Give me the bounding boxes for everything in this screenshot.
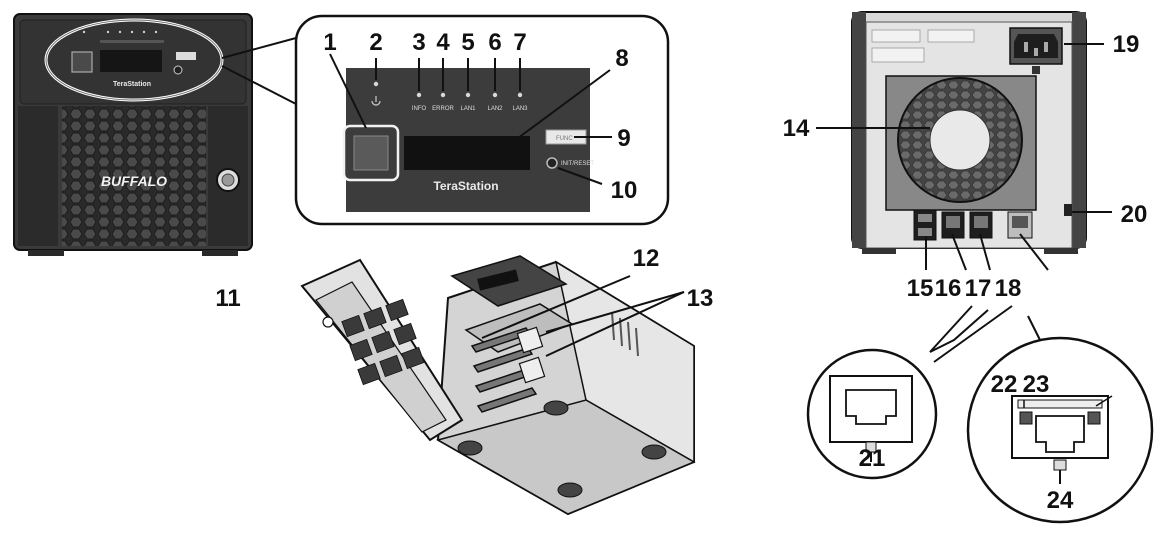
front-leader-lines: [329, 53, 612, 185]
led-label-lan2: LAN2: [487, 106, 503, 112]
front-power-button[interactable]: [71, 51, 93, 73]
lan-led-detail-zoom: [966, 336, 1154, 524]
front-init-button[interactable]: [173, 65, 183, 75]
callout-23: 23: [1023, 371, 1050, 398]
init-button-label: INIT/RESET: [561, 161, 594, 167]
fan-grille-icon: [885, 75, 1037, 211]
rear-leader-lines: [816, 43, 1112, 363]
unit-leader-lines: [481, 275, 685, 357]
callout-19: 19: [1113, 31, 1140, 58]
callout-14: 14: [783, 115, 810, 142]
callout-2: 2: [369, 29, 382, 56]
info-led: [416, 92, 422, 98]
lcd-display: [404, 136, 530, 170]
callout-8: 8: [615, 45, 628, 72]
callout-24: 24: [1047, 487, 1074, 514]
callout-15: 15: [907, 275, 934, 302]
activity-led: [1087, 411, 1101, 425]
lan3-port-icon[interactable]: [1007, 211, 1033, 239]
led-label-error: ERROR: [432, 106, 454, 112]
callout-9: 9: [617, 125, 630, 152]
front-panel-zoom: INFO ERROR LAN1 LAN2 LAN3 FUNC INIT/RESE…: [294, 14, 670, 226]
lan2-led: [492, 92, 498, 98]
led-label-lan1: LAN1: [460, 106, 476, 112]
callout-1: 1: [323, 29, 336, 56]
callout-7: 7: [513, 29, 526, 56]
power-led: [373, 81, 379, 87]
callout-12: 12: [633, 245, 660, 272]
callout-5: 5: [461, 29, 474, 56]
usb-port-icon[interactable]: [913, 209, 937, 241]
drive-latch-lower[interactable]: [518, 356, 546, 384]
lan1-led: [465, 92, 471, 98]
callout-18: 18: [995, 275, 1022, 302]
drive-latch-upper[interactable]: [516, 326, 544, 354]
lan2-port-icon[interactable]: [969, 211, 993, 239]
led-label-lan3: LAN3: [512, 106, 528, 112]
error-led: [440, 92, 446, 98]
callout-11: 11: [215, 285, 240, 312]
callout-20: 20: [1121, 201, 1148, 228]
open-unit-view: [300, 255, 696, 516]
callout-22: 22: [991, 371, 1018, 398]
callout-3: 3: [412, 29, 425, 56]
init-button[interactable]: [546, 157, 558, 169]
ac-inlet-icon[interactable]: [1009, 27, 1063, 74]
lan-port-icon[interactable]: [941, 211, 965, 239]
lan3-led: [517, 92, 523, 98]
front-display: [100, 50, 162, 72]
front-function-button[interactable]: [176, 52, 196, 60]
panel-brand: TeraStation: [433, 179, 498, 193]
callout-17: 17: [965, 275, 992, 302]
link-led: [1019, 411, 1033, 425]
front-led-row: [82, 30, 158, 34]
front-view: BUFFALO TeraStation: [13, 13, 253, 256]
security-slot-icon[interactable]: [1064, 204, 1072, 216]
callout-6: 6: [488, 29, 501, 56]
callout-13: 13: [687, 285, 714, 312]
function-button-label: FUNC: [556, 136, 573, 142]
callout-10: 10: [611, 177, 638, 204]
buffalo-logo: BUFFALO: [101, 173, 167, 189]
led-label-info: INFO: [412, 106, 427, 112]
callout-4: 4: [436, 29, 450, 56]
power-icon: [371, 96, 381, 106]
callout-21: 21: [859, 445, 886, 472]
rear-view: [851, 11, 1087, 254]
front-brand: TeraStation: [113, 81, 151, 88]
lan-detail-zoom: [806, 348, 938, 480]
callout-16: 16: [935, 275, 962, 302]
callout-numbers: 1 2 3 4 5 6 7 8 9 10 11 12 13 14 15 16 1…: [215, 29, 1147, 514]
